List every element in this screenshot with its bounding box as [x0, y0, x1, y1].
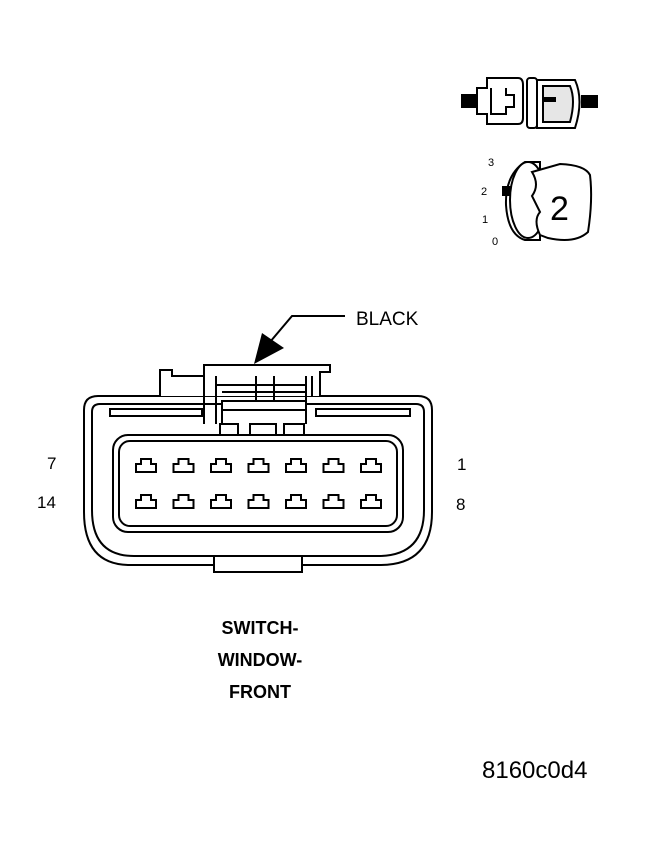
connector-title-line-3: FRONT: [229, 682, 291, 702]
callout-arrow: [254, 333, 284, 364]
pin-cavity: [285, 458, 307, 473]
pin-cavity: [285, 494, 307, 509]
pin-cavity: [172, 458, 195, 473]
key-scale-3: 3: [488, 157, 494, 169]
pin-cavity: [210, 458, 232, 473]
pin-cavity: [135, 494, 157, 509]
key-position-marker: [502, 186, 511, 196]
pin-cavity: [135, 458, 157, 473]
key-number: 2: [550, 190, 569, 228]
key-scale-0: 0: [492, 236, 498, 248]
figure-id: 8160c0d4: [482, 757, 587, 784]
pin-cavity: [247, 458, 270, 473]
key-position-icon: 3 2 1 0 2: [481, 157, 593, 248]
key-scale-2: 2: [481, 186, 487, 198]
pin-label-8: 8: [456, 495, 465, 514]
pin-cavity: [360, 494, 382, 509]
connector-lock-icon: [461, 77, 598, 129]
connector-title-line-1: SWITCH-: [222, 618, 299, 638]
key-scale-1: 1: [482, 214, 488, 226]
pin-cavity: [247, 494, 270, 509]
pin-cavities: [135, 458, 382, 509]
pin-label-1: 1: [457, 455, 466, 474]
pin-label-7: 7: [47, 454, 56, 473]
connector-title-line-2: WINDOW-: [218, 650, 303, 670]
color-callout: BLACK: [254, 309, 419, 364]
pin-cavity: [210, 494, 232, 509]
pin-cavity: [322, 458, 345, 473]
pin-cavity: [360, 458, 382, 473]
pin-cavity: [172, 494, 195, 509]
pin-label-14: 14: [37, 493, 56, 512]
pin-cavity: [322, 494, 345, 509]
callout-label: BLACK: [356, 309, 419, 330]
